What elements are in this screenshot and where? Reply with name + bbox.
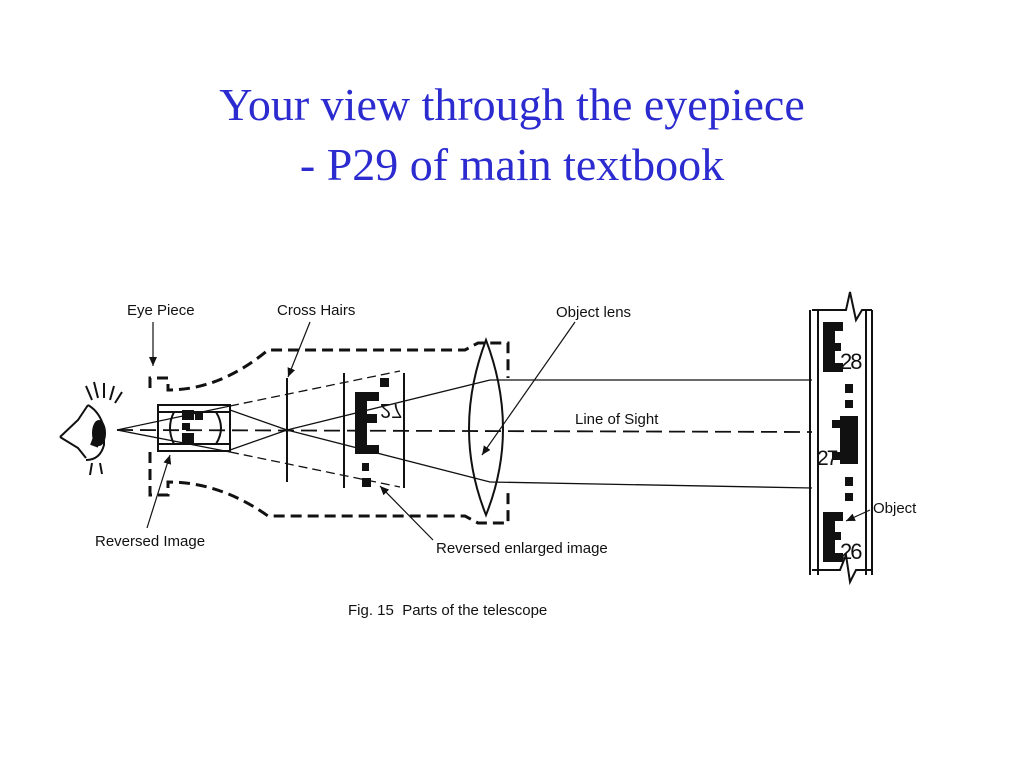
eye-lettering: Eye (89, 430, 104, 448)
light-rays (116, 370, 813, 489)
label-reversed-image: Reversed Image (95, 533, 205, 550)
eye-drawing: Eye (59, 381, 123, 476)
object-lens (468, 337, 504, 518)
reversed-enlarged-image: 27 (343, 373, 405, 488)
staff-number-bottom: 26 (840, 539, 862, 564)
line-of-sight (116, 429, 813, 433)
staff-markings (823, 322, 858, 562)
label-reversed-enlarged-image: Reversed enlarged image (436, 540, 608, 557)
staff-number-top: 28 (840, 349, 862, 374)
label-line-of-sight: Line of Sight (575, 411, 659, 428)
leader-arrows (146, 321, 871, 541)
telescope-body (148, 341, 510, 525)
slide-title-line2: - P29 of main textbook (299, 139, 725, 190)
image-number: 27 (380, 399, 402, 421)
label-object: Object (873, 500, 917, 517)
label-eye-piece: Eye Piece (127, 302, 195, 319)
staff-number-middle: 27 (817, 447, 838, 470)
levelling-staff (809, 291, 873, 586)
line-of-sight-label-bg (568, 406, 680, 428)
label-object-lens: Object lens (556, 304, 631, 321)
eyepiece-assembly (157, 404, 231, 452)
figure-caption: Fig. 15 Parts of the telescope (348, 602, 547, 619)
label-cross-hairs: Cross Hairs (277, 302, 355, 319)
slide-title-line1: Your view through the eyepiece (219, 79, 805, 130)
